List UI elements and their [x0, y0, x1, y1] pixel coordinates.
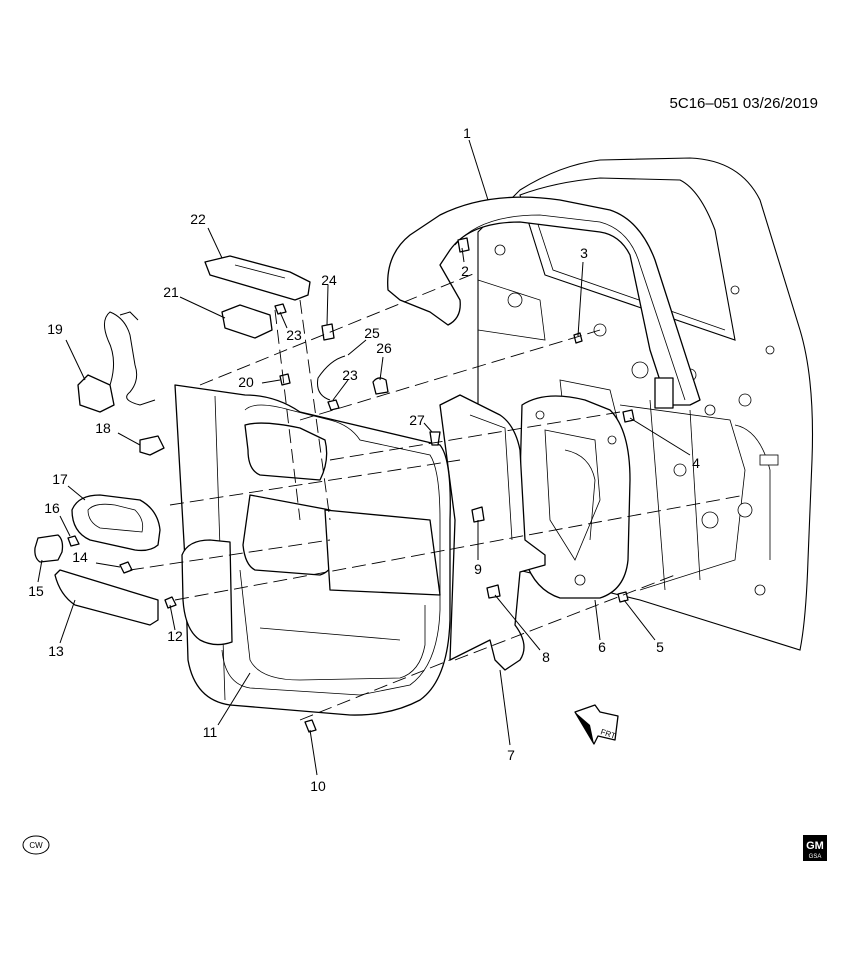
part-13-pull-trim [54, 569, 159, 626]
label-5: 5 [656, 639, 664, 655]
gm-logo-icon: GM GSA [803, 835, 827, 861]
part-7-sound-insulator [439, 394, 546, 671]
label-14: 14 [72, 549, 88, 565]
label-26: 26 [376, 340, 392, 356]
gm-logo-top: GM [806, 840, 824, 852]
part-1-window-garnish [387, 196, 701, 409]
front-direction-arrow: FRT [574, 704, 619, 745]
part-16-screw [67, 535, 80, 547]
part-9-retainer [471, 506, 485, 523]
part-6-water-deflector [519, 395, 631, 599]
part-2-clip [457, 237, 470, 253]
label-20: 20 [238, 374, 254, 390]
label-16: 16 [44, 500, 60, 516]
label-3: 3 [580, 245, 588, 261]
alignment-lines [129, 271, 746, 721]
label-2: 2 [461, 263, 469, 279]
part-25-harness [317, 355, 346, 401]
part-23-screw-a [274, 303, 287, 315]
part-8-nut [486, 584, 501, 599]
part-12-screw [164, 596, 177, 609]
part-15-cover [34, 534, 64, 563]
part-21-window-switch [221, 304, 273, 339]
cw-label: CW [29, 841, 43, 850]
part-27-push-pin [429, 431, 441, 446]
label-25: 25 [364, 325, 380, 341]
part-10-screw [304, 719, 317, 733]
part-11-door-trim-panel [174, 384, 451, 716]
label-21: 21 [163, 284, 179, 300]
label-19: 19 [47, 321, 63, 337]
label-13: 13 [48, 643, 64, 659]
label-24: 24 [321, 272, 337, 288]
diagram-reference: 5C16–051 03/26/2019 [670, 95, 818, 112]
part-24-clip [321, 323, 335, 341]
label-12: 12 [167, 628, 183, 644]
label-6: 6 [598, 639, 606, 655]
label-9: 9 [474, 561, 482, 577]
label-15: 15 [28, 583, 44, 599]
gm-logo-bottom: GSA [809, 854, 822, 860]
label-23-lower: 23 [342, 367, 358, 383]
part-labels: 1 2 3 4 5 6 7 8 9 10 11 12 13 14 15 16 1… [28, 125, 700, 794]
label-1: 1 [463, 125, 471, 141]
part-22-switch-bezel [204, 255, 311, 301]
label-8: 8 [542, 649, 550, 665]
label-18: 18 [95, 420, 111, 436]
label-17: 17 [52, 471, 68, 487]
part-4-clip [622, 409, 635, 423]
part-14-screw [119, 561, 133, 574]
label-7: 7 [507, 747, 515, 763]
part-23-screw-b [327, 399, 340, 411]
part-26-grommet [372, 377, 389, 395]
cw-icon: CW [22, 835, 50, 855]
part-18-clip [139, 435, 165, 456]
label-22: 22 [190, 211, 206, 227]
label-23-upper: 23 [286, 327, 302, 343]
label-11: 11 [203, 724, 218, 740]
label-27: 27 [409, 412, 425, 428]
part-17-handle-bezel [71, 494, 161, 552]
part-19-speaker-harness [77, 311, 156, 413]
leader-lines [37, 139, 691, 776]
part-20-clip [279, 373, 291, 386]
label-10: 10 [310, 778, 326, 794]
label-4: 4 [692, 455, 700, 471]
